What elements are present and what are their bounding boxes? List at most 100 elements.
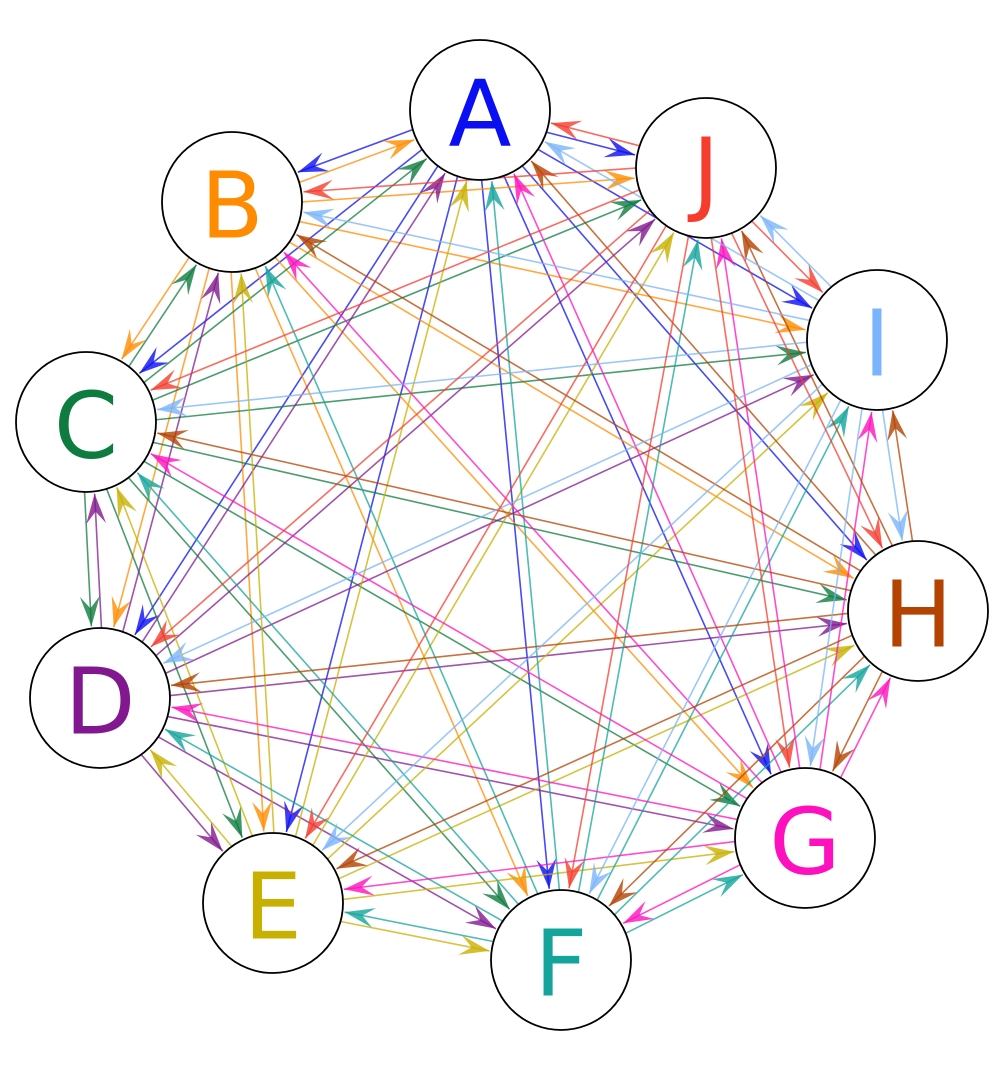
- arrowhead: [482, 880, 510, 910]
- edge-line: [141, 172, 446, 643]
- arrowhead: [649, 232, 674, 264]
- arrowhead: [344, 908, 376, 928]
- node-label: J: [687, 119, 719, 226]
- edge-line: [588, 399, 842, 894]
- node-circle: [490, 889, 632, 1031]
- edge-line: [608, 655, 866, 907]
- edge-H-C: [157, 430, 852, 592]
- edge-F-B: [264, 265, 539, 895]
- node-circle: [847, 540, 989, 682]
- node-label: B: [200, 153, 263, 260]
- edge-E-D: [149, 749, 233, 847]
- arrowhead: [513, 173, 536, 206]
- arrowhead: [799, 392, 828, 421]
- edge-line: [327, 392, 829, 860]
- edge-F-C: [136, 472, 520, 905]
- edge-line: [167, 715, 734, 830]
- arrowhead: [816, 616, 847, 637]
- node-circle: [161, 131, 303, 273]
- arrowhead: [420, 173, 446, 204]
- edge-C-F: [127, 477, 511, 910]
- arrowhead: [171, 264, 197, 296]
- arrowhead: [603, 137, 635, 158]
- edge-line: [83, 492, 93, 627]
- arrowhead: [544, 141, 576, 166]
- edge-line: [157, 736, 497, 930]
- edge-line: [321, 383, 823, 851]
- arrowhead: [774, 313, 806, 334]
- edge-D-H: [170, 616, 848, 697]
- edge-line: [285, 176, 459, 833]
- edge-line: [93, 493, 103, 628]
- edge-E-J: [312, 232, 675, 846]
- edge-line: [156, 351, 806, 421]
- edge-H-I: [887, 410, 914, 542]
- edge-C-A: [143, 157, 428, 384]
- node-circle: [806, 269, 948, 411]
- edge-line: [157, 341, 807, 411]
- arrowhead: [716, 238, 736, 270]
- edge-I-G: [804, 408, 863, 767]
- edge-I-B: [303, 208, 810, 322]
- arrowhead: [336, 847, 368, 869]
- edge-line: [342, 850, 735, 901]
- edge-G-H: [839, 677, 892, 778]
- edge-line: [157, 432, 852, 592]
- edge-line: [283, 251, 763, 784]
- edge-G-F: [622, 864, 741, 925]
- arrowhead: [826, 406, 849, 438]
- arrowhead: [741, 230, 764, 263]
- edge-F-D: [164, 728, 504, 922]
- edge-line: [264, 265, 539, 895]
- node-circle: [635, 97, 777, 239]
- arrowhead: [396, 158, 427, 186]
- node-label: F: [535, 911, 588, 1018]
- edge-B-D: [111, 268, 210, 628]
- edge-line: [530, 160, 877, 556]
- edge-line: [720, 238, 801, 769]
- arrowhead: [200, 272, 221, 305]
- edge-line: [819, 411, 873, 770]
- arrowhead: [163, 641, 195, 664]
- edge-line: [513, 173, 782, 773]
- edge-line: [116, 487, 254, 837]
- arrowhead: [150, 749, 178, 780]
- edge-E-C: [116, 487, 254, 837]
- edge-line: [730, 232, 884, 549]
- arrowhead: [725, 758, 754, 788]
- edge-J-D: [150, 209, 651, 648]
- edge-line: [112, 268, 210, 628]
- edge-I-D: [162, 364, 812, 665]
- edge-line: [302, 177, 635, 203]
- arrowhead: [137, 472, 165, 502]
- arrowhead: [782, 374, 814, 397]
- arrowhead: [195, 821, 223, 852]
- edge-line: [127, 477, 511, 910]
- arrowhead: [506, 864, 528, 896]
- edge-line: [164, 728, 504, 922]
- edge-F-H: [613, 664, 871, 916]
- arrowhead: [449, 180, 469, 213]
- arrowhead: [775, 736, 795, 768]
- arrowhead: [157, 430, 189, 450]
- arrowhead: [711, 874, 743, 897]
- arrowhead: [283, 252, 312, 282]
- edge-line: [625, 873, 744, 934]
- edge-A-E: [284, 176, 459, 833]
- arrowhead: [171, 703, 203, 723]
- edge-F-I: [596, 406, 850, 901]
- edge-line: [152, 199, 642, 401]
- arrowhead: [150, 453, 182, 478]
- node-B: B: [161, 131, 303, 273]
- edge-line: [152, 441, 847, 601]
- arrowhead: [79, 595, 100, 627]
- edge-G-I: [819, 411, 878, 770]
- node-label: E: [244, 854, 302, 961]
- node-G: G: [734, 767, 876, 909]
- arrowhead: [760, 215, 789, 244]
- edge-line: [155, 218, 656, 657]
- edge-line: [120, 257, 190, 360]
- arrowhead: [839, 530, 867, 561]
